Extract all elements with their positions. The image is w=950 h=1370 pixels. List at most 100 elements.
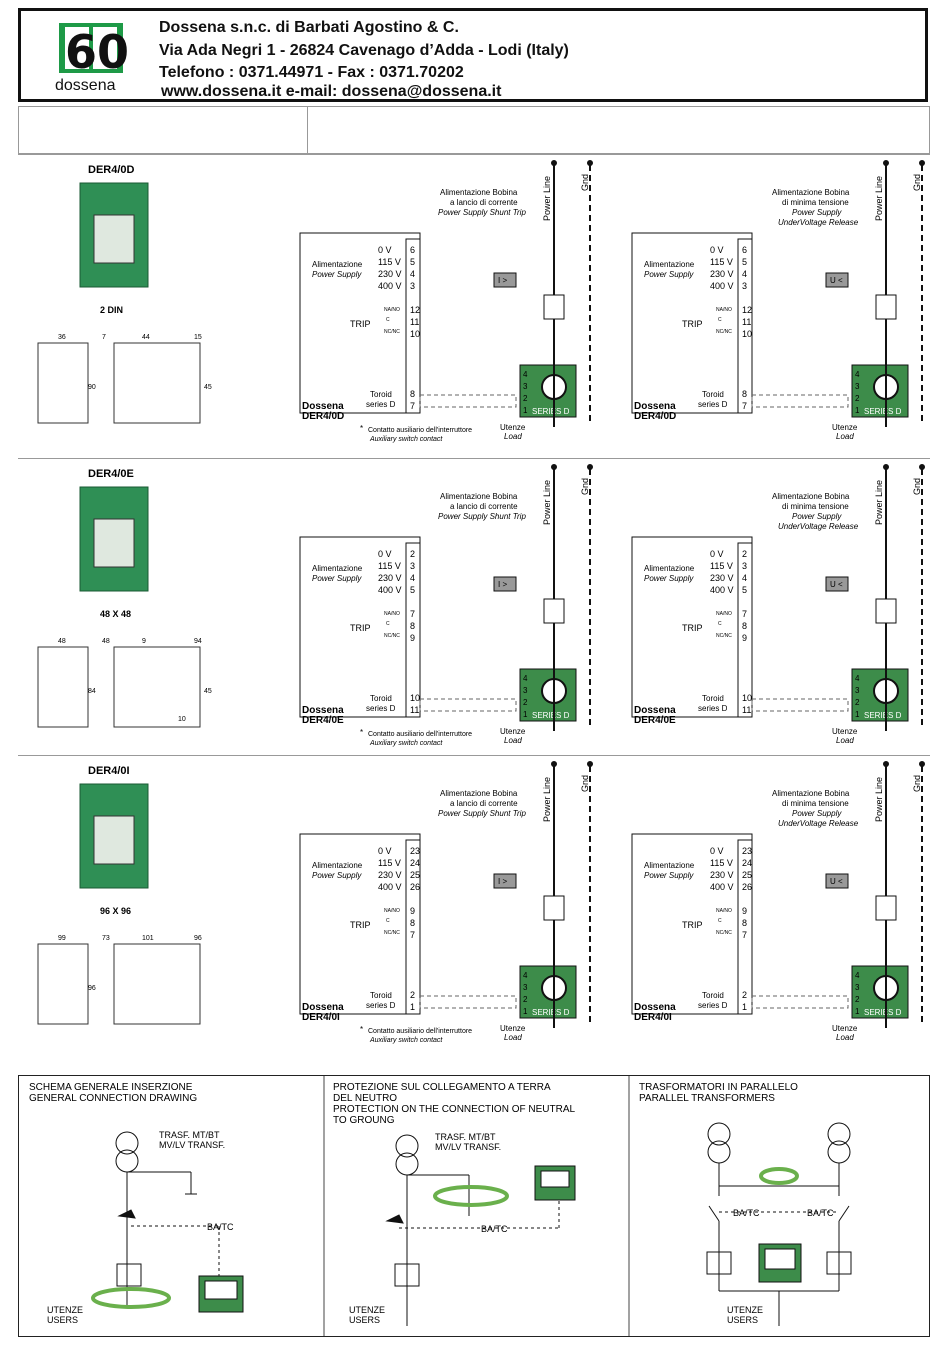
- coil-label-en: Power Supply: [792, 208, 842, 217]
- contact-nano: NA/NO: [384, 908, 400, 914]
- supply-label-en: Power Supply: [312, 574, 362, 583]
- ground-terminal: [919, 464, 925, 470]
- voltage-label: 0 V: [378, 846, 392, 856]
- logo-number: 60: [65, 25, 130, 79]
- breaker-coil: [543, 895, 565, 921]
- breaker-coil: [875, 895, 897, 921]
- p1-transformer: [91, 1131, 244, 1313]
- model-label: DER4/0D: [634, 411, 676, 422]
- product-name: DER4/0I: [88, 765, 130, 777]
- terminal-number: 1: [742, 1002, 747, 1012]
- dimension-label: 73: [102, 935, 110, 942]
- ct-terminal: 3: [523, 686, 528, 695]
- connection-drawings-svg: SCHEMA GENERALE INSERZIONE GENERAL CONNE…: [29, 1076, 852, 1336]
- aux-star: *: [360, 1025, 363, 1034]
- release-label: I >: [498, 580, 507, 589]
- voltage-label: 0 V: [710, 549, 724, 559]
- contact-ncnc: NC/NC: [384, 633, 400, 639]
- voltage-label: 230 V: [378, 269, 402, 279]
- model-label: DER4/0E: [302, 715, 344, 726]
- series-d-label: SERIES D: [532, 407, 570, 416]
- terminal-number: 24: [410, 858, 420, 868]
- coil-label-it-1: Alimentazione Bobina: [440, 188, 518, 197]
- terminal-number: 9: [410, 633, 415, 643]
- voltage-label: 115 V: [710, 257, 733, 267]
- aux-star: *: [360, 728, 363, 737]
- contact-c: C: [718, 621, 722, 627]
- terminal-number: 6: [410, 245, 415, 255]
- terminal-number: 12: [742, 305, 752, 315]
- power-line-terminal: [551, 160, 557, 166]
- power-line-label: Power Line: [542, 176, 552, 221]
- load-label-en: Load: [836, 736, 854, 745]
- terminal-number: 11: [410, 705, 419, 715]
- terminal-number: 10: [742, 329, 752, 339]
- supply-label-it: Alimentazione: [644, 861, 695, 870]
- voltage-label: 230 V: [378, 573, 402, 583]
- supply-label-en: Power Supply: [312, 871, 362, 880]
- terminal-number: 11: [742, 317, 751, 327]
- p1-transf-2: MV/LV TRANSF.: [159, 1140, 225, 1150]
- coil-label-en: Power Supply Shunt Trip: [438, 208, 526, 217]
- company-web: www.dossena.it e-mail: dossena@dossena.i…: [161, 83, 502, 100]
- p3-transformers: [706, 1122, 852, 1326]
- voltage-label: 115 V: [378, 858, 401, 868]
- voltage-label: 0 V: [378, 245, 392, 255]
- company-address: Via Ada Negri 1 - 26824 Cavenago d’Adda …: [159, 42, 569, 59]
- terminal-number: 2: [410, 549, 415, 559]
- product-display: [93, 214, 135, 264]
- breaker-coil: [875, 294, 897, 320]
- load-label-it: Utenze: [500, 423, 526, 432]
- load-label-it: Utenze: [832, 423, 858, 432]
- coil-label-it-2: a lancio di corrente: [450, 799, 518, 808]
- model-label: DER4/0D: [302, 411, 344, 422]
- ct-terminal: 4: [855, 971, 860, 980]
- terminal-number: 8: [742, 621, 747, 631]
- terminal-number: 11: [410, 317, 419, 327]
- series-label: series D: [366, 400, 396, 409]
- ct-terminal: 1: [855, 406, 860, 415]
- voltage-label: 400 V: [378, 585, 402, 595]
- voltage-label: 230 V: [710, 870, 734, 880]
- contact-c: C: [718, 317, 722, 323]
- brand-label: Dossena: [302, 705, 344, 716]
- terminal-number: 3: [742, 281, 747, 291]
- aux-label-it: Contatto ausiliario dell'interruttore: [368, 427, 472, 434]
- series-d-label: SERIES D: [532, 711, 570, 720]
- aux-label-it: Contatto ausiliario dell'interruttore: [368, 731, 472, 738]
- terminal-number: 3: [410, 281, 415, 291]
- voltage-label: 400 V: [378, 882, 402, 892]
- ct-terminal: 1: [855, 710, 860, 719]
- terminal-number: 11: [742, 705, 751, 715]
- dimension-drawing-side: [113, 342, 201, 424]
- supply-label-it: Alimentazione: [312, 861, 363, 870]
- p1-title-1: SCHEMA GENERALE INSERZIONE: [29, 1082, 193, 1093]
- p1-batc: BA/TC: [207, 1222, 234, 1232]
- terminal-number: 12: [410, 305, 420, 315]
- ct-terminal: 1: [855, 1007, 860, 1016]
- terminal-number: 7: [742, 930, 747, 940]
- ground-terminal: [587, 160, 593, 166]
- dimension-label: 96: [88, 985, 96, 992]
- aux-label-en: Auxiliary switch contact: [369, 436, 443, 443]
- terminal-number: 9: [742, 906, 747, 916]
- voltage-label: 115 V: [378, 561, 401, 571]
- gnd-label: Gnd: [912, 775, 922, 792]
- load-label-en: Load: [504, 736, 522, 745]
- trip-label: TRIP: [350, 920, 371, 930]
- ct-terminal: 1: [523, 406, 528, 415]
- load-label-en: Load: [836, 1033, 854, 1042]
- p1-title-2: GENERAL CONNECTION DRAWING: [29, 1093, 197, 1104]
- product-format: 48 X 48: [100, 609, 131, 619]
- terminal-number: 2: [742, 990, 747, 1000]
- supply-label-en: Power Supply: [644, 871, 694, 880]
- coil-label-en: Power Supply Shunt Trip: [438, 512, 526, 521]
- terminal-number: 26: [742, 882, 752, 892]
- p2-title-1: PROTEZIONE SUL COLLEGAMENTO A TERRA: [333, 1082, 551, 1093]
- terminal-strip: [737, 542, 753, 718]
- load-label-en: Load: [836, 432, 854, 441]
